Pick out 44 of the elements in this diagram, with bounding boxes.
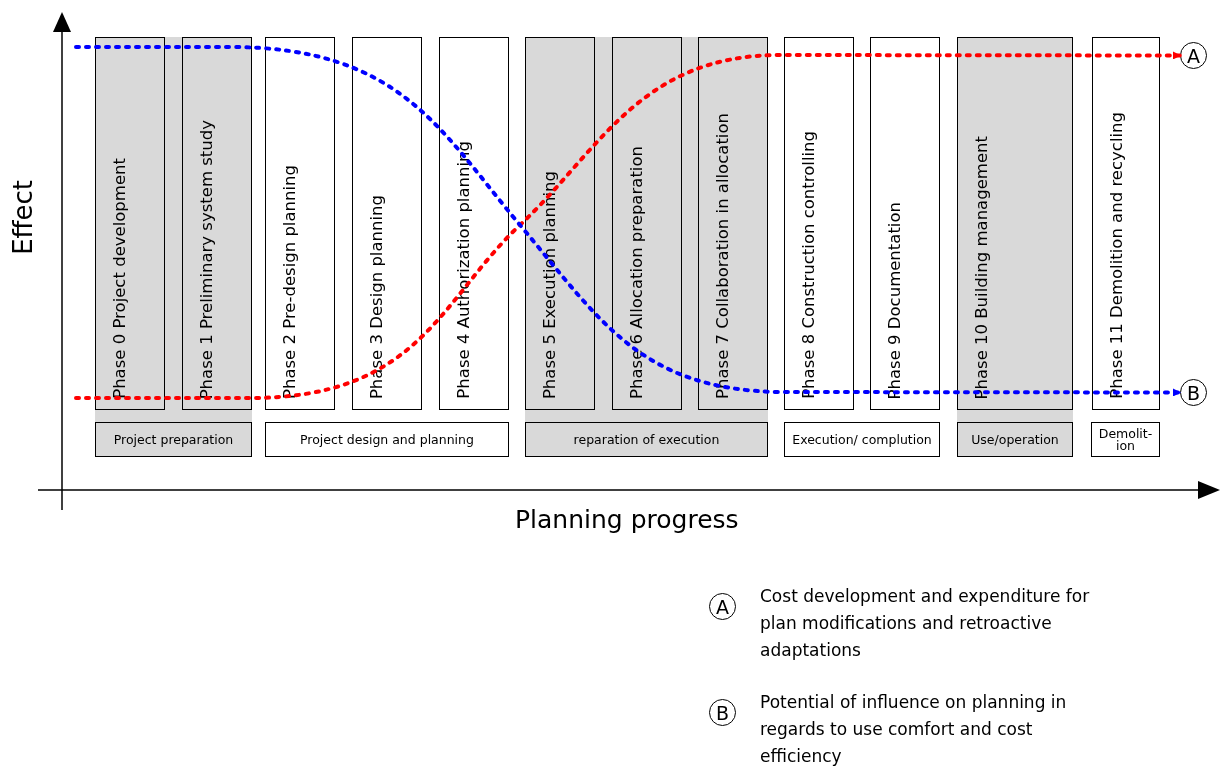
phase-box xyxy=(612,37,682,410)
stage-box xyxy=(957,422,1073,457)
phase-box xyxy=(352,37,422,410)
stage-box xyxy=(95,422,252,457)
phase-label: Phase 5 Execution planning xyxy=(540,170,559,399)
stage-label: Demolit- ion xyxy=(1097,427,1154,452)
stage-label: Project preparation xyxy=(113,433,234,446)
phase-box xyxy=(182,37,252,410)
circle-marker: B xyxy=(709,699,736,726)
phase-label: Phase 2 Pre-design planning xyxy=(280,164,299,399)
stage-box xyxy=(1091,422,1160,457)
circle-marker: B xyxy=(1180,379,1207,406)
phase-box xyxy=(957,37,1073,410)
phase-label: Phase 11 Demolition and recycling xyxy=(1107,112,1126,399)
phase-box xyxy=(784,37,854,410)
phase-box xyxy=(265,37,335,410)
phase-label: Phase 4 Authorization planning xyxy=(454,141,473,399)
phase-label: Phase 3 Design planning xyxy=(367,194,386,399)
phase-box xyxy=(698,37,768,410)
legend-text: Cost development and expenditure for plan modifications and retroactive adaptations xyxy=(760,585,1090,662)
stage-box xyxy=(784,422,940,457)
stage-label: reparation of execution xyxy=(573,433,720,446)
axis-title: Planning progress xyxy=(515,505,739,534)
phase-box xyxy=(870,37,940,410)
phase-label: Phase 10 Building management xyxy=(972,135,991,399)
phase-label: Phase 6 Allocation preparation xyxy=(627,146,646,399)
phase-label: Phase 8 Construction controlling xyxy=(799,131,818,399)
phase-label: Phase 7 Collaboration in allocation xyxy=(713,113,732,399)
phase-box xyxy=(439,37,509,410)
circle-marker: A xyxy=(1180,42,1207,69)
legend-text: Potential of influence on planning in regards to use comfort and cost efficiency xyxy=(760,691,1068,768)
phase-box xyxy=(95,37,165,410)
stage-label: Use/operation xyxy=(971,433,1059,446)
stage-label: Project design and planning xyxy=(300,433,474,446)
phase-box xyxy=(1092,37,1160,410)
phase-label: Phase 1 Preliminary system study xyxy=(197,119,216,399)
phase-label: Phase 9 Documentation xyxy=(885,201,904,399)
phase-label: Phase 0 Project development xyxy=(110,158,129,399)
circle-marker: A xyxy=(709,593,736,620)
axis-title: Effect xyxy=(8,180,38,255)
stage-label: Execution/ complution xyxy=(792,433,932,446)
phase-box xyxy=(525,37,595,410)
stage-box xyxy=(525,422,768,457)
stage-box xyxy=(265,422,509,457)
